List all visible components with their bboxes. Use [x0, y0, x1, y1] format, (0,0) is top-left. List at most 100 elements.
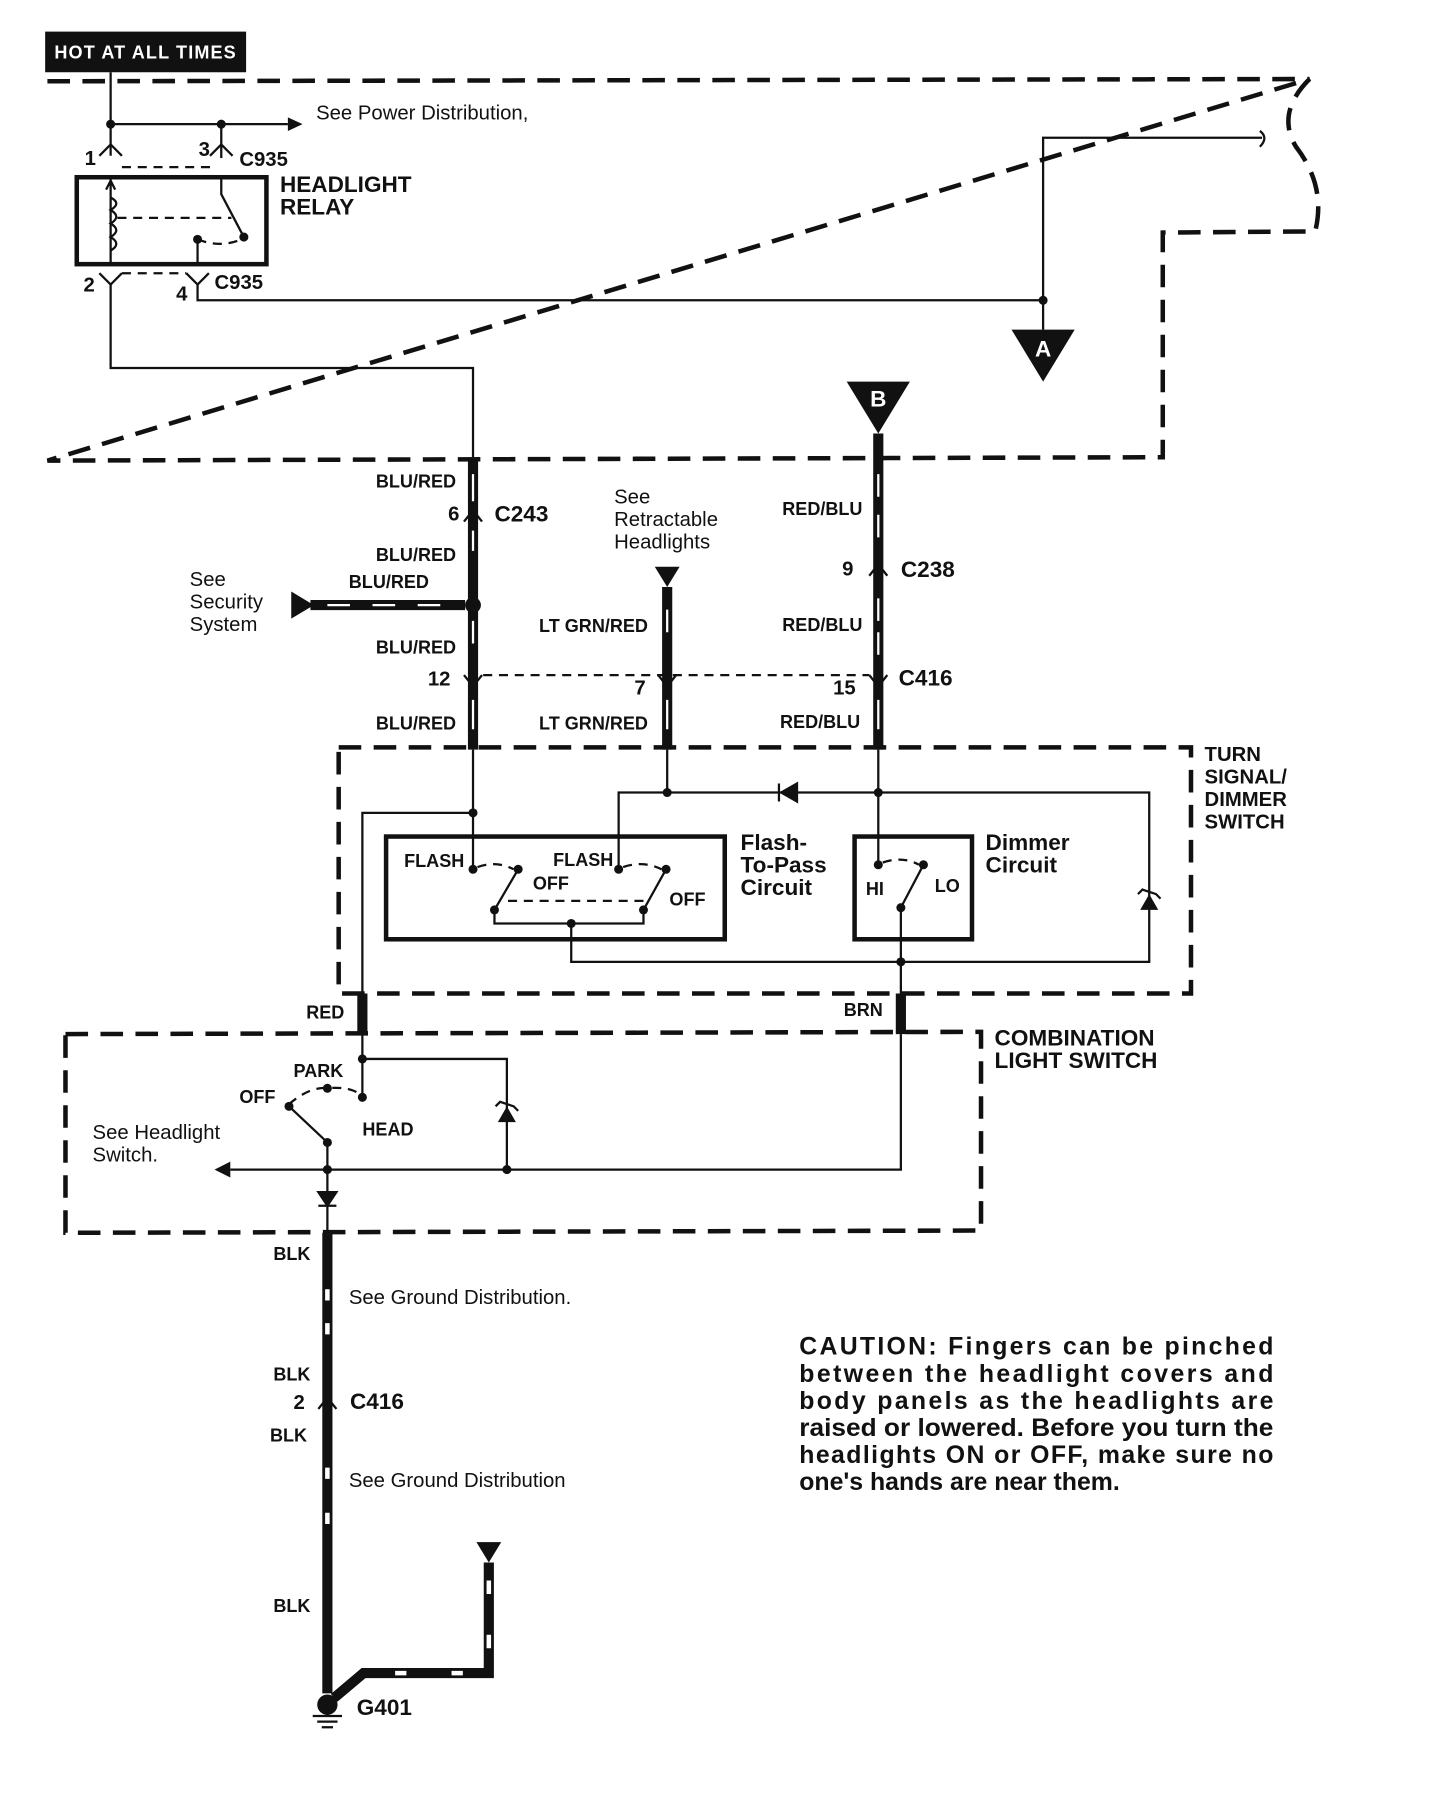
connector-c238-icon: [868, 562, 889, 577]
wire-blu-red-5: BLU/RED: [376, 713, 456, 733]
zener-branch-wire: [362, 1057, 509, 1170]
zener-diode-bar: [1137, 888, 1162, 900]
zener-diode-icon: [1140, 894, 1159, 910]
pin-12-label: 12: [428, 668, 451, 690]
wire-red: RED: [306, 1002, 344, 1022]
wire-blk-3: BLK: [270, 1426, 307, 1446]
switch-contact: [322, 1083, 332, 1093]
switch-blade-icon: [642, 868, 668, 911]
flash-to-pass-label-1: Flash-: [741, 830, 807, 855]
wire-blu-red-3: BLU/RED: [349, 572, 429, 592]
switch-link: [882, 858, 920, 866]
wire-break-icon: [1259, 130, 1266, 148]
ref-a-label: A: [1035, 337, 1051, 362]
turn-signal-label-1: TURN: [1205, 744, 1261, 766]
relay-pin2-wire: [109, 284, 475, 461]
red-internal-wire: [361, 811, 474, 994]
pin-6-label: 6: [448, 503, 459, 525]
retract-note-3: Headlights: [614, 532, 710, 554]
wire-red-blu-3: RED/BLU: [780, 712, 860, 732]
switch-link: [288, 1086, 362, 1105]
bus-a-wire: [1041, 136, 1263, 330]
zener-diode-icon: [497, 1106, 516, 1123]
headlight-relay-label-2: RELAY: [280, 194, 354, 219]
switch-contact: [468, 864, 478, 874]
caution-line-4: raised or lowered. Before you turn the: [799, 1415, 1273, 1442]
flash-to-pass-label-2: To-Pass: [741, 853, 827, 878]
combination-label-2: LIGHT SWITCH: [995, 1048, 1158, 1073]
pin-2-label: 2: [84, 274, 95, 296]
switch-lo: LO: [935, 876, 960, 896]
zener-diode-bar: [494, 1100, 519, 1112]
c243-label: C243: [494, 502, 548, 527]
switch-contact: [357, 1092, 367, 1102]
switch-flash-1: FLASH: [404, 851, 464, 871]
switch-link: [622, 863, 663, 871]
combination-label-1: COMBINATION: [995, 1025, 1155, 1050]
c238-label: C238: [901, 557, 955, 582]
switch-off-1: OFF: [533, 874, 569, 894]
wire-stripe: [395, 1580, 492, 1676]
pin-15-label: 15: [833, 677, 856, 699]
ground-icon: [312, 1704, 343, 1729]
switch-contact: [873, 860, 883, 870]
switch-link: [477, 863, 515, 871]
arrow-down-icon: [654, 566, 680, 588]
security-note-1: See: [190, 569, 226, 591]
headlight-switch-note-1: See Headlight: [93, 1122, 221, 1144]
flash-to-pass-box: [383, 834, 728, 942]
turn-signal-label-3: DIMMER: [1205, 789, 1288, 811]
flash2-feed-wire: [617, 791, 668, 870]
ground-note-1: See Ground Distribution.: [349, 1287, 571, 1309]
security-note-3: System: [190, 614, 258, 636]
fuse-box-enclosure: [46, 76, 1321, 463]
caution-line-1: CAUTION: Fingers can be pinched: [799, 1334, 1273, 1361]
switch-hi: HI: [866, 879, 884, 899]
retract-note-2: Retractable: [614, 509, 718, 531]
retract-note-1: See: [614, 487, 650, 509]
headlight-switch-note-2: Switch.: [93, 1145, 158, 1167]
turn-signal-label-2: SIGNAL/: [1205, 766, 1288, 788]
switch-off-2: OFF: [669, 889, 705, 909]
turn-signal-label-4: SWITCH: [1205, 812, 1285, 834]
caution-line-5: headlights ON or OFF, make sure no: [799, 1442, 1273, 1469]
connector-c416-icon: [463, 674, 483, 689]
g401-label: G401: [357, 1695, 412, 1720]
wire-blk-2: BLK: [273, 1365, 310, 1385]
wire-blk-4: BLK: [273, 1596, 310, 1616]
flash-to-pass-label-3: Circuit: [741, 875, 813, 900]
c935-bottom-label: C935: [214, 272, 263, 294]
ground-note-2: See Ground Distribution: [349, 1470, 566, 1492]
ref-b-label: B: [870, 386, 886, 411]
turn-signal-enclosure: [336, 745, 1194, 996]
junction-dot: [502, 1165, 512, 1175]
connector-c243-icon: [463, 508, 483, 523]
connector-c935-top-icon: [98, 142, 234, 157]
wire-lt-grn-red-1: LT GRN/RED: [539, 616, 648, 636]
dimmer-label-2: Circuit: [986, 853, 1058, 878]
wire-lt-grn-red-2: LT GRN/RED: [539, 713, 648, 733]
switch-contact: [614, 864, 624, 874]
security-note-2: Security: [190, 591, 264, 613]
switch-park: PARK: [294, 1061, 344, 1081]
pin-3-label: 3: [199, 139, 210, 161]
connector-c416-icon: [868, 674, 889, 689]
dimmer-box: [852, 834, 975, 942]
arrow-down-icon: [476, 1542, 502, 1563]
caution-line-6: one's hands are near them.: [799, 1469, 1119, 1496]
dimmer-label-1: Dimmer: [986, 830, 1070, 855]
pin-7-label: 7: [634, 677, 645, 699]
dimmer-blade-icon: [899, 864, 925, 994]
pin-1-label: 1: [85, 148, 96, 170]
caution-line-3: body panels as the headlights are: [799, 1388, 1273, 1415]
switch-off-3: OFF: [239, 1087, 275, 1107]
hot-badge-bg: [45, 31, 247, 73]
headlight-switch-bus-wire: [230, 1034, 902, 1171]
wire-red-blu-1: RED/BLU: [782, 499, 862, 519]
hot-at-all-times-badge: HOT AT ALL TIMES: [54, 43, 236, 63]
arrow-left-icon: [291, 591, 314, 619]
c935-top-label: C935: [239, 149, 288, 171]
wire-blu-red-1: BLU/RED: [376, 472, 456, 492]
combination-switch-enclosure: [63, 1029, 984, 1236]
connector-c416-bottom-icon: [317, 1395, 338, 1410]
